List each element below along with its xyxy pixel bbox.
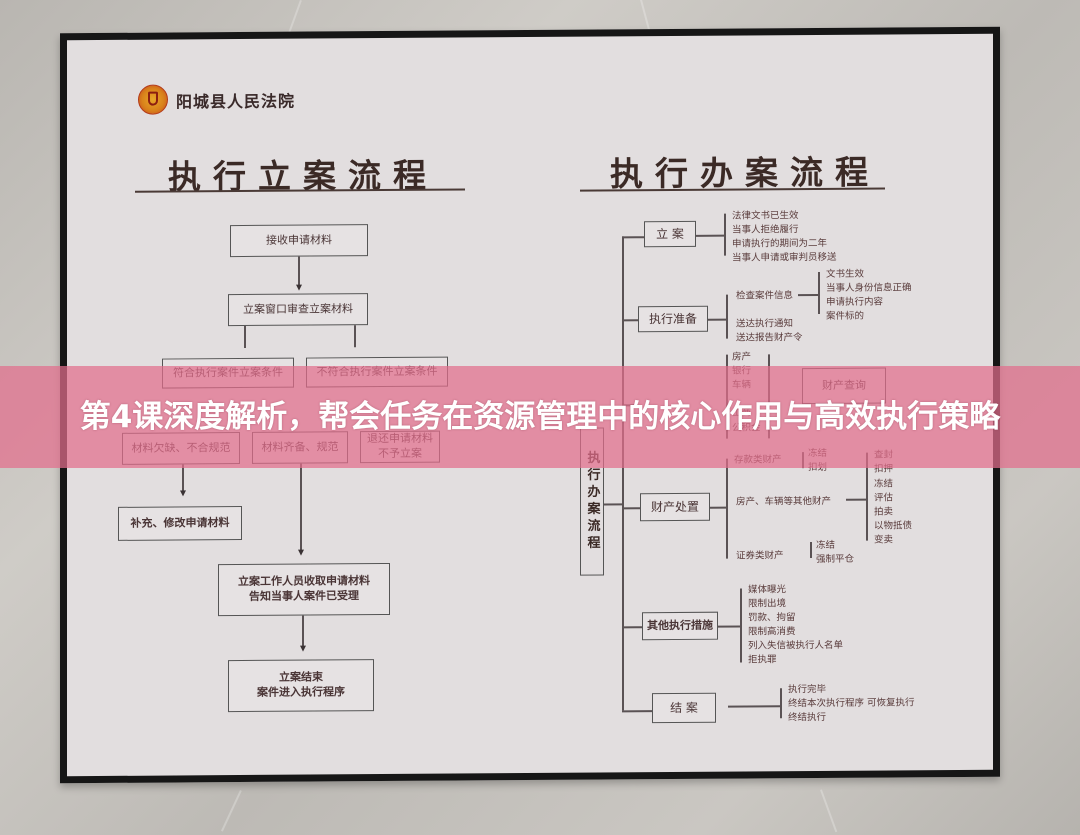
headline-text: 第4课深度解析，帮会任务在资源管理中的核心作用与高效执行策略 [79,399,1001,435]
connector [244,325,246,348]
stage-other-measures: 其他执行措施 [642,611,718,641]
connector [622,626,642,628]
connector [298,256,300,287]
leaf-item: 媒体曝光 [748,584,787,596]
connector [710,506,726,509]
leaf-item: 拒执罪 [748,654,777,666]
connector [780,688,782,719]
arrow-down-icon [180,490,186,497]
leaf-item-check-info: 检查案件信息 [736,290,794,302]
leaf-item-securities: 证券类财产 [736,550,784,562]
leaf-item: 冻结 [816,539,836,552]
connector [798,293,818,296]
leaf-item: 限制出境 [748,598,787,610]
connector [810,542,812,559]
connector [708,318,726,321]
connector [300,463,302,552]
leaf-item: 变卖 [874,534,894,546]
leaf-item: 终结本次执行程序 可恢复执行 [788,697,915,710]
leaf-item: 案件标的 [826,310,865,322]
court-emblem-icon [138,84,168,115]
leaf-item: 执行完毕 [788,683,827,696]
leaf-item: 评估 [874,492,894,504]
connector [604,503,622,505]
leaf-item: 以物抵债 [874,520,913,532]
connector [818,271,820,314]
connector [622,319,638,321]
leaf-item: 列入失信被执行人名单 [748,639,844,652]
connector [726,458,728,559]
leaf-item: 强制平仓 [816,553,855,566]
leaf-item: 当事人申请或审判员移送 [732,251,837,264]
wall-texture [220,790,242,832]
leaf-item: 限制高消费 [748,626,796,638]
leaf-item: 当事人拒绝履行 [732,224,799,236]
connector [696,234,724,237]
connector [726,294,728,339]
stage-case-closed: 结 案 [652,692,716,724]
stage-filing: 立 案 [644,220,696,248]
leaf-item: 送达报告财产令 [736,332,803,344]
connector [846,498,866,501]
leaf-item: 申请执行的期间为二年 [732,237,828,250]
leaf-item: 拍卖 [874,506,894,518]
leaf-item: 申请执行内容 [826,296,884,308]
leaf-item-other-property: 房产、车辆等其他财产 [736,495,832,508]
leaf-item: 文书生效 [826,268,865,280]
connector [622,236,644,238]
arrow-down-icon [296,284,302,291]
connector [622,710,652,712]
step-receive: 接收申请材料 [230,224,368,258]
step-accept: 立案工作人员收取申请材料 告知当事人案件已受理 [218,562,390,617]
connector [302,615,304,648]
wall-texture [820,789,838,833]
stage-preparation: 执行准备 [638,305,708,333]
connector [724,213,726,256]
arrow-down-icon [300,645,306,652]
leaf-item: 冻结 [874,478,894,490]
leaf-item: 法律文书已生效 [732,210,799,222]
leaf-item: 终结执行 [788,711,827,724]
connector [622,507,640,509]
court-name: 阳城县人民法院 [176,91,296,112]
leaf-item: 房产 [732,351,752,363]
leaf-item: 当事人身份信息正确 [826,282,912,294]
step-supplement: 补充、修改申请材料 [118,506,242,541]
headline-banner: 第4课深度解析，帮会任务在资源管理中的核心作用与高效执行策略 [0,366,1080,468]
arrow-down-icon [298,549,304,556]
connector [740,588,742,663]
leaf-item: 罚款、拘留 [748,612,796,624]
step-review: 立案窗口审查立案材料 [228,293,368,327]
spine-line [622,236,624,711]
connector [354,325,356,348]
connector [718,625,740,628]
stage-property-disposal: 财产处置 [640,492,710,522]
leaf-item: 送达执行通知 [736,318,794,330]
step-end: 立案结束 案件进入执行程序 [228,659,374,713]
